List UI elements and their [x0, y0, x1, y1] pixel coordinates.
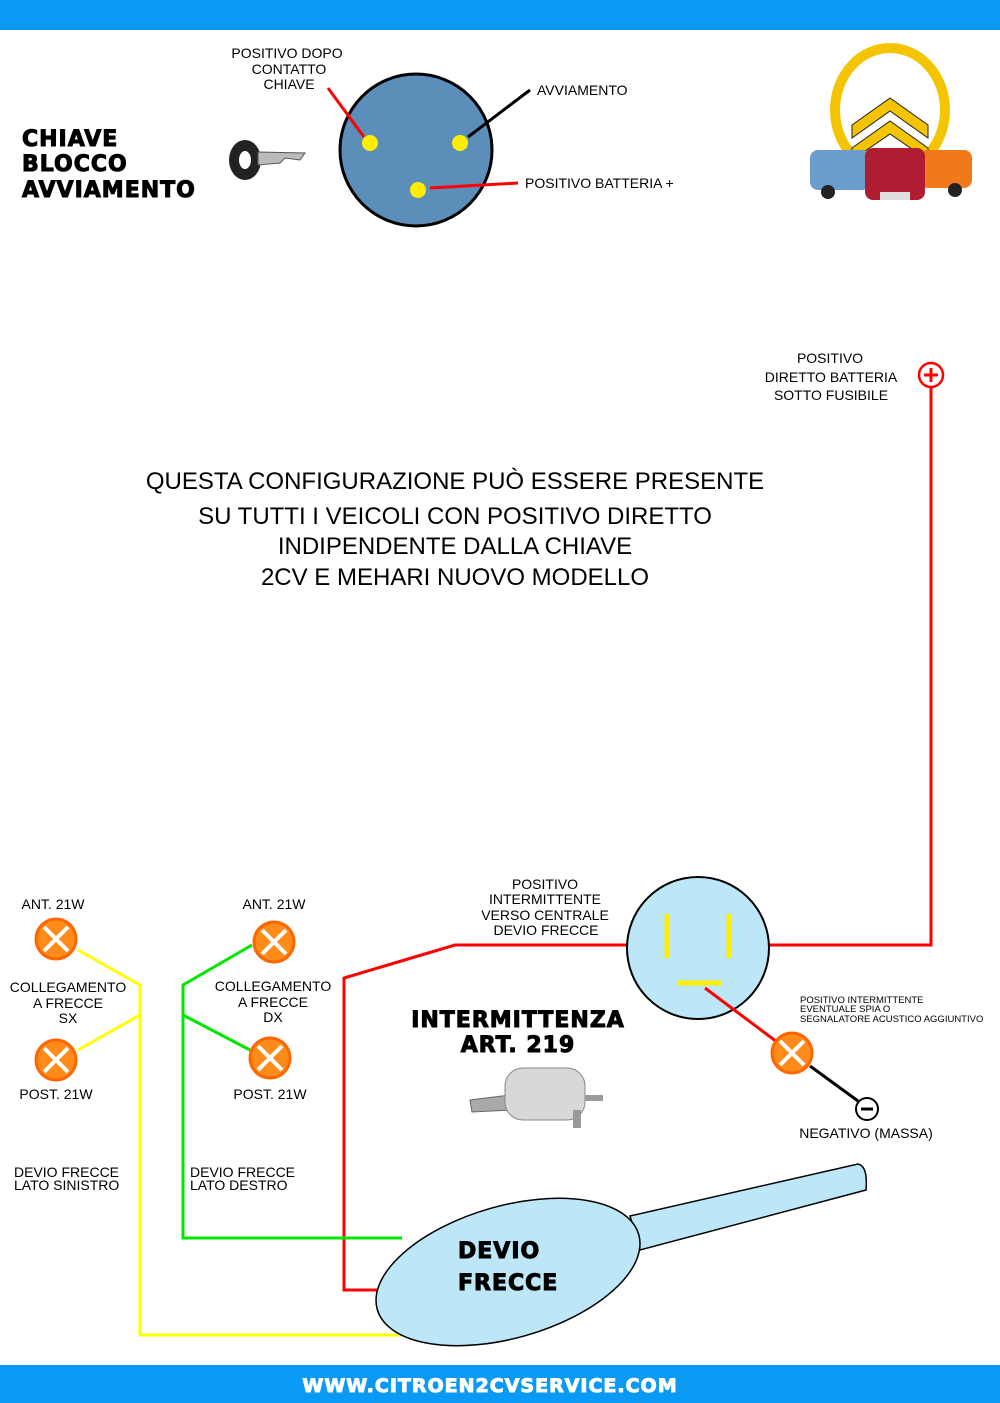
left-switch-side-1: DEVIO FRECCE [14, 1164, 119, 1180]
label-battery: POSITIVO BATTERIA + [525, 175, 674, 191]
flasher-output-label-2: INTERMITTENTE [489, 891, 601, 907]
wire-left-side [77, 948, 412, 1337]
wire-right-side [181, 943, 402, 1240]
left-link-2: A FRECCE [33, 995, 103, 1011]
flasher-title-2: ART. 219 [461, 1033, 576, 1058]
ignition-title-1: CHIAVE [22, 127, 118, 152]
flasher-title-1: INTERMITTENZA [411, 1008, 625, 1033]
right-link-3: DX [263, 1009, 283, 1025]
label-after-key-1: POSITIVO DOPO [231, 45, 342, 61]
minus-icon [855, 1097, 879, 1121]
battery-feed-label-2: DIRETTO BATTERIA [765, 369, 898, 385]
left-rear-label: POST. 21W [19, 1086, 93, 1102]
bulb-icon-aux [770, 1031, 814, 1075]
stalk-title-1: DEVIO [458, 1239, 540, 1264]
left-front-label: ANT. 21W [21, 896, 85, 912]
right-link-2: A FRECCE [238, 994, 308, 1010]
footer-bar [0, 1365, 1000, 1403]
ignition-switch [326, 72, 531, 228]
flasher-unit [626, 876, 770, 1020]
right-link-1: COLLEGAMENTO [215, 978, 332, 994]
flasher-output-label-4: DEVIO FRECCE [493, 922, 598, 938]
left-link-1: COLLEGAMENTO [10, 979, 127, 995]
ignition-title-3: AVVIAMENTO [22, 178, 196, 203]
label-after-key-3: CHIAVE [263, 76, 314, 92]
right-front-label: ANT. 21W [242, 896, 306, 912]
flasher-relay-icon [469, 1067, 603, 1128]
battery-feed-label-1: POSITIVO [797, 350, 863, 366]
flasher-output-label-1: POSITIVO [512, 876, 578, 892]
label-after-key-2: CONTATTO [252, 61, 327, 77]
citroen2cvservice-logo [810, 43, 972, 200]
note-line-4: 2CV E MEHARI NUOVO MODELLO [261, 564, 649, 591]
left-switch-side-2: LATO SINISTRO [14, 1177, 119, 1193]
wire-aux [704, 986, 778, 1044]
plus-icon [917, 361, 945, 389]
pin-start [452, 135, 468, 151]
left-link-3: SX [59, 1010, 78, 1026]
pin-after-key [362, 135, 378, 151]
bulb-icon-left-rear [34, 1038, 78, 1082]
right-switch-side-2: LATO DESTRO [190, 1177, 288, 1193]
note-line-2: SU TUTTI I VEICOLI CON POSITIVO DIRETTO [198, 503, 712, 530]
bulb-icon-left-front [34, 917, 78, 961]
bulb-icon-right-front [252, 920, 296, 964]
right-rear-label: POST. 21W [233, 1086, 307, 1102]
stalk-title-2: FRECCE [458, 1271, 558, 1296]
aux-label-2: EVENTUALE SPIA O [800, 1004, 890, 1015]
wire-flasher-to-stalk [342, 943, 667, 1292]
ignition-title-2: BLOCCO [22, 152, 128, 177]
right-switch-side-1: DEVIO FRECCE [190, 1164, 295, 1180]
flasher-output-label-3: VERSO CENTRALE [481, 907, 609, 923]
battery-feed-label-3: SOTTO FUSIBILE [774, 387, 888, 403]
label-start: AVVIAMENTO [537, 82, 628, 98]
turn-signal-stalk [375, 1163, 868, 1347]
note-line-1: QUESTA CONFIGURAZIONE PUÒ ESSERE PRESENT… [146, 468, 764, 495]
note-line-3: INDIPENDENTE DALLA CHIAVE [278, 533, 632, 560]
wire-ground [809, 1064, 859, 1103]
header-bar [0, 0, 1000, 30]
wire-battery-to-flasher [730, 387, 933, 947]
footer-url[interactable]: WWW.CITROEN2CVSERVICE.COM [302, 1375, 677, 1398]
key-icon [229, 140, 306, 180]
wire-right-rear [182, 1013, 251, 1052]
aux-label-3: SEGNALATORE ACUSTICO AGGIUNTIVO [800, 1014, 983, 1025]
bulb-icon-right-rear [248, 1036, 292, 1080]
pin-battery [410, 182, 426, 198]
wire-left-rear [77, 1013, 141, 1052]
aux-label-1: POSITIVO INTERMITTENTE [800, 995, 924, 1006]
ground-label: NEGATIVO (MASSA) [799, 1125, 933, 1141]
